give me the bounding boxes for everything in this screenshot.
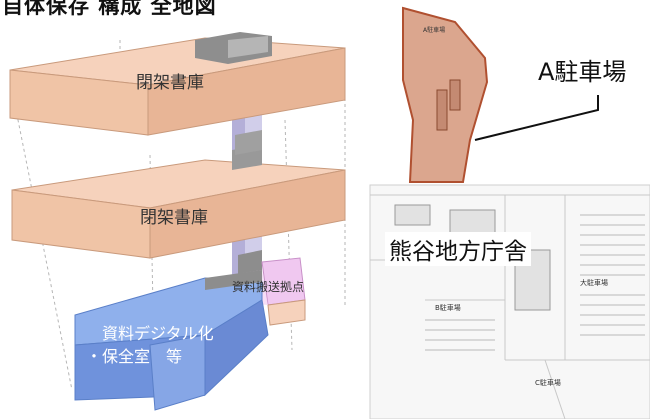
core-blocks (235, 130, 262, 277)
shelf-lower-label: 閉架書庫 (140, 208, 208, 228)
shelf-upper-slab (9, 32, 346, 136)
a-parking-lot (402, 6, 489, 183)
shelf-upper-label: 閉架書庫 (136, 73, 204, 93)
page-title-partial: 自体保存 構成 全地図 (2, 0, 217, 18)
government-office-label: 熊谷地方庁舎 (385, 232, 531, 266)
map-parking-large: 大駐車場 (580, 278, 608, 287)
building-diagram (9, 32, 346, 411)
transport-base-label: 資料搬送拠点 (232, 280, 305, 294)
a-parking-leader (474, 95, 599, 141)
map-parking-c: C駐車場 (535, 378, 561, 387)
a-parking-label: A駐車場 (538, 58, 627, 86)
map-parking-b: B駐車場 (435, 303, 461, 312)
digital-room-label-line1: 資料デジタル化 (102, 324, 214, 343)
parking-grid (425, 214, 645, 351)
digital-room-block (74, 270, 269, 411)
digital-room-label-line2: ・保全室 等 (86, 347, 183, 366)
shelf-lower-slab (11, 145, 346, 259)
map-parking-a-small: A駐車場 (423, 26, 445, 34)
